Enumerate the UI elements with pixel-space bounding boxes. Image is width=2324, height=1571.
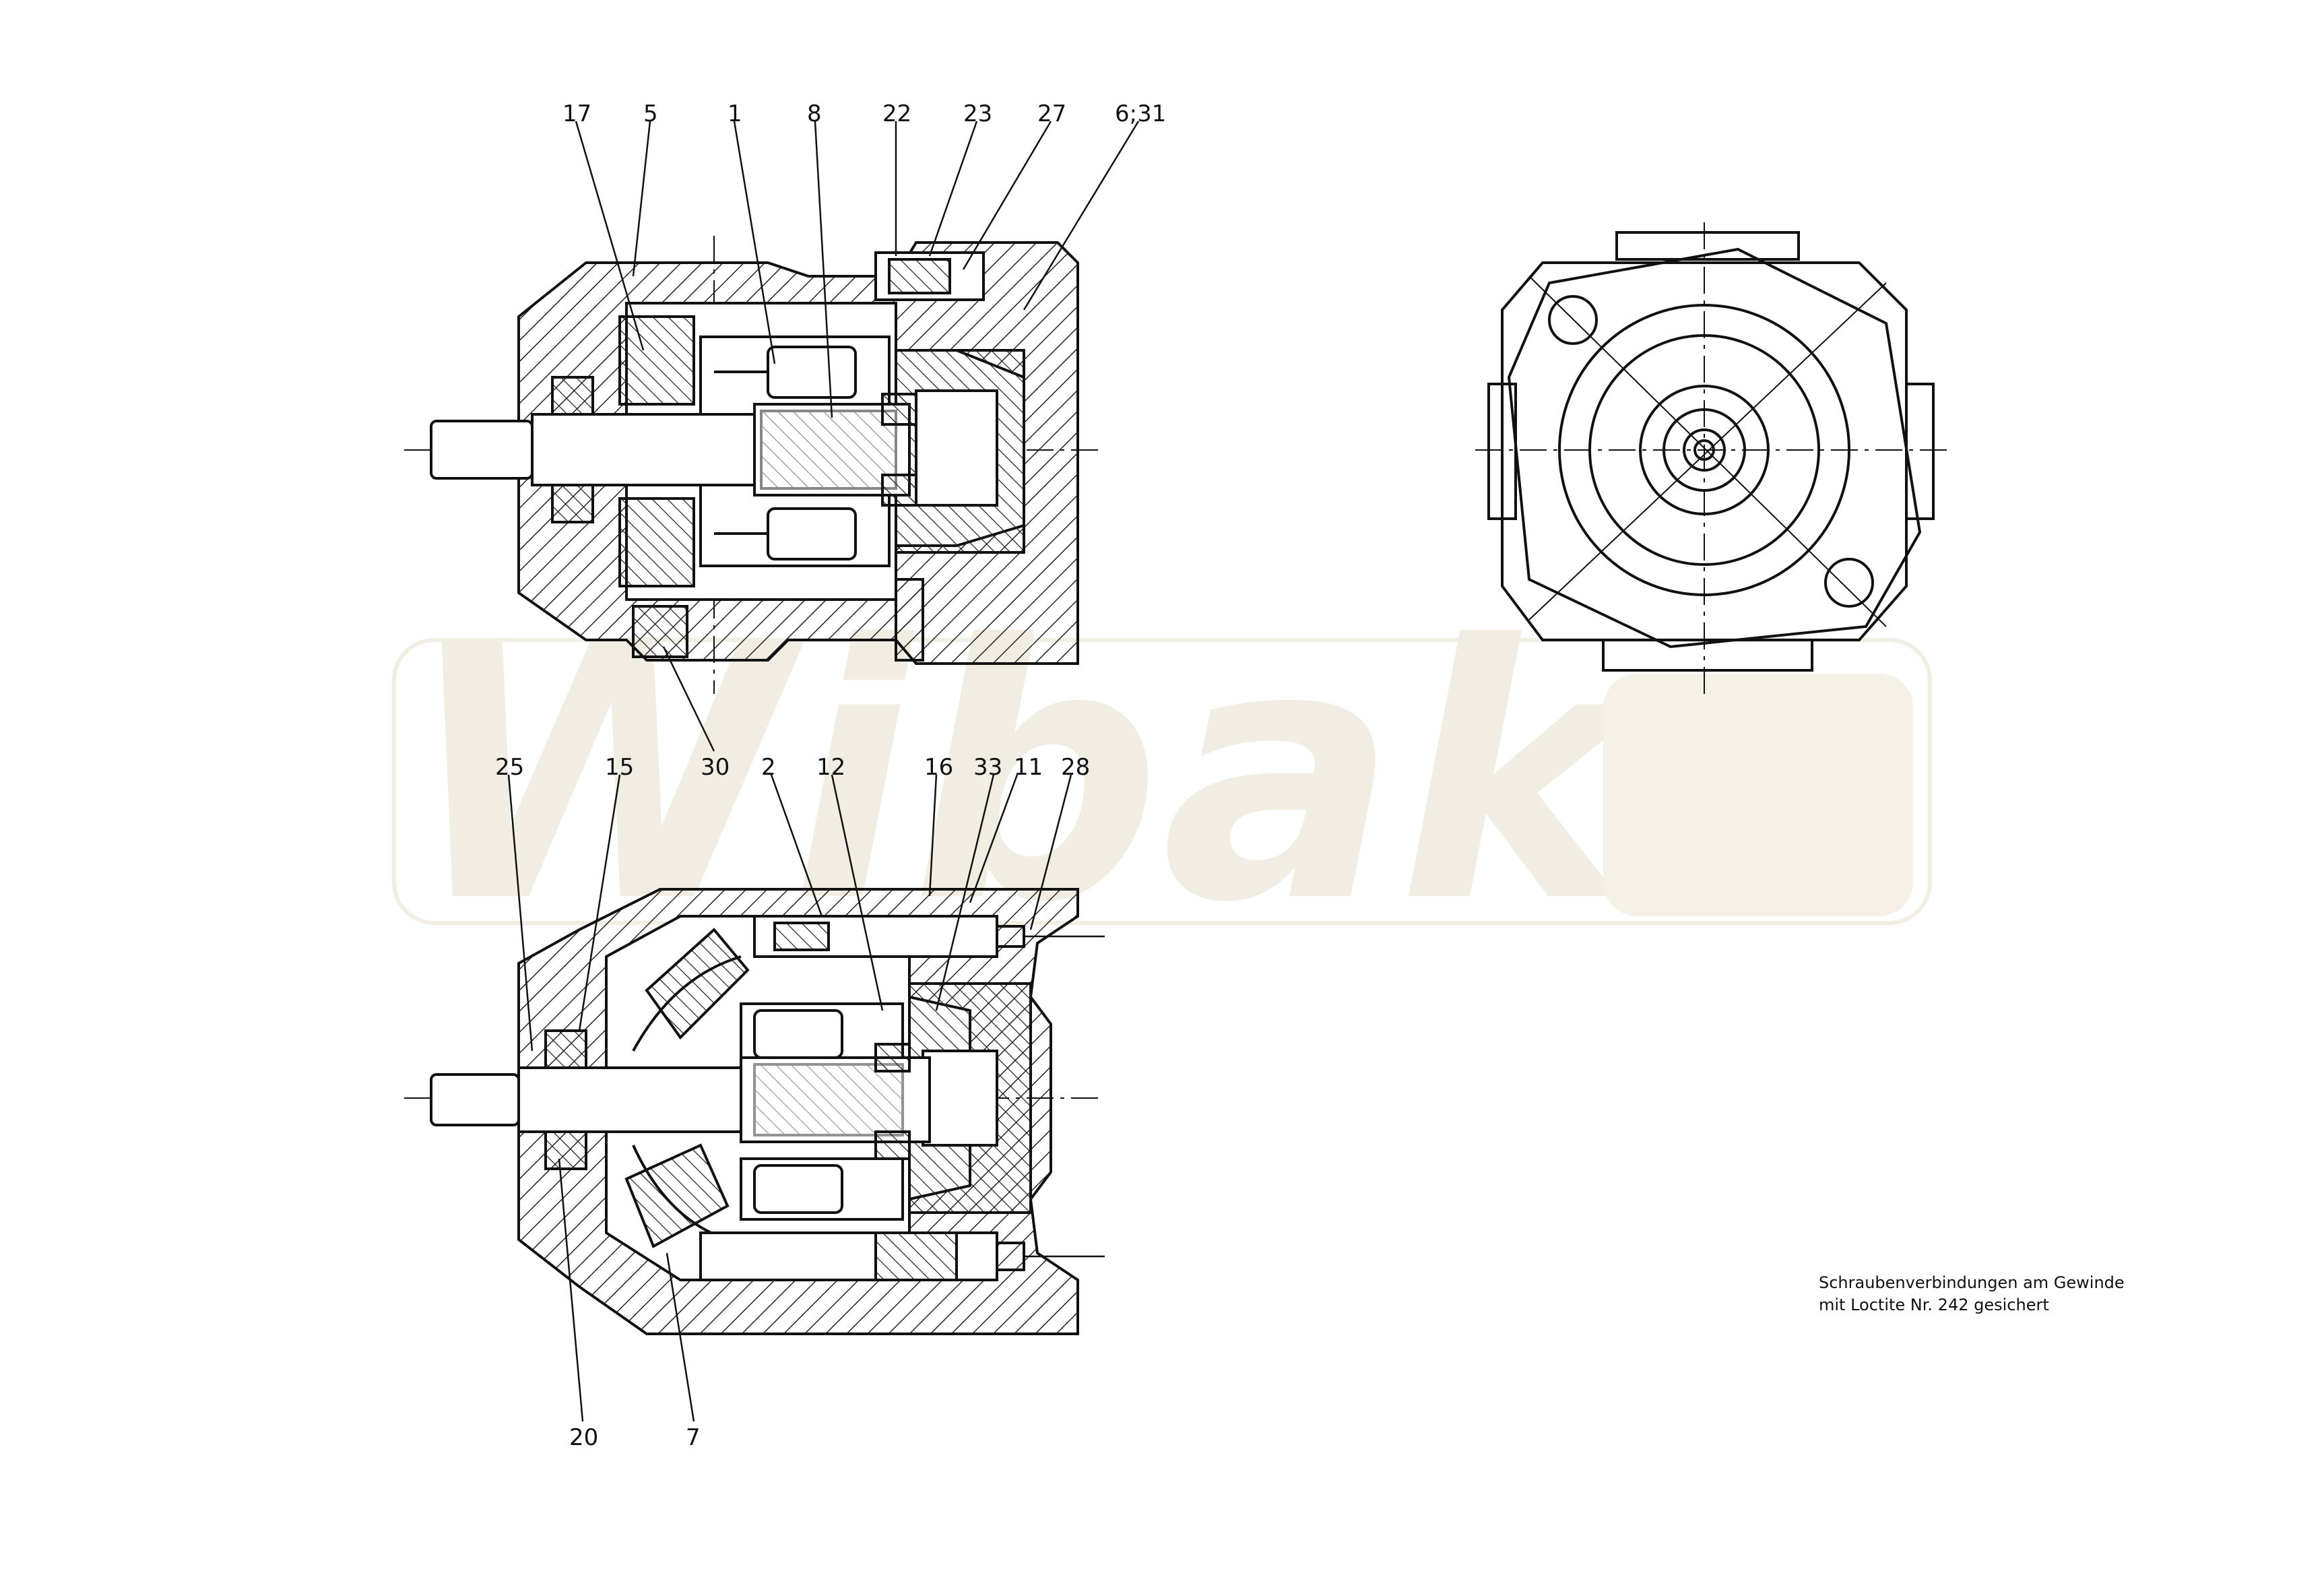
label-22: 22 xyxy=(882,100,911,127)
note-line-1: Schraubenverbindungen am Gewinde xyxy=(1819,1273,2125,1292)
bottom-view-labels xyxy=(507,774,1072,1422)
label-6-31: 6;31 xyxy=(1115,100,1166,127)
label-20: 20 xyxy=(569,1424,598,1451)
bottom-view-label-text: 25 15 2 12 16 33 11 28 20 7 xyxy=(495,754,1090,1451)
label-12: 12 xyxy=(816,754,845,781)
label-1: 1 xyxy=(728,100,742,127)
end-view xyxy=(1475,222,1954,701)
top-view-labels xyxy=(575,121,1140,752)
top-section-view xyxy=(404,236,1105,694)
label-11: 11 xyxy=(1014,754,1043,781)
label-30-top: 30 xyxy=(701,754,730,781)
label-23: 23 xyxy=(963,100,992,127)
label-7: 7 xyxy=(686,1424,701,1451)
label-16: 16 xyxy=(924,754,953,781)
label-15: 15 xyxy=(605,754,634,781)
threadlock-note: Schraubenverbindungen am Gewinde mit Loc… xyxy=(1819,1273,2125,1314)
label-27: 27 xyxy=(1037,100,1066,127)
note-line-2: mit Loctite Nr. 242 gesichert xyxy=(1819,1295,2049,1314)
label-25: 25 xyxy=(495,754,524,781)
label-5: 5 xyxy=(643,100,658,127)
label-33: 33 xyxy=(973,754,1002,781)
label-8: 8 xyxy=(807,100,822,127)
label-28: 28 xyxy=(1061,754,1090,781)
label-2: 2 xyxy=(761,754,776,781)
top-view-label-text: 17 5 1 8 22 23 27 6;31 30 xyxy=(562,100,1166,781)
bottom-section-view xyxy=(404,888,1105,1335)
label-17: 17 xyxy=(562,100,591,127)
